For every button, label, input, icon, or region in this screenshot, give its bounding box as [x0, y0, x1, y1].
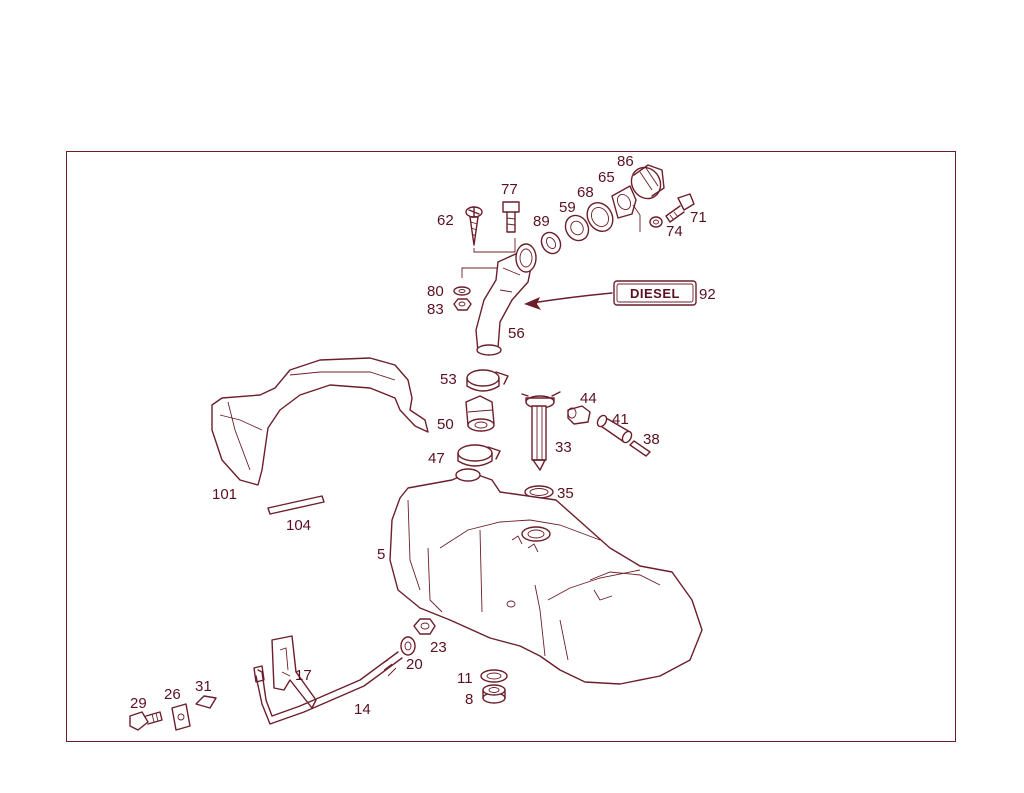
part-59-ring[interactable]	[561, 211, 593, 245]
callout-92: 92	[699, 286, 716, 303]
callout-38: 38	[643, 431, 660, 448]
callout-86: 86	[617, 153, 634, 170]
part-5-fuel-tank[interactable]	[389, 468, 703, 685]
callout-53: 53	[440, 371, 457, 388]
callout-17: 17	[295, 667, 312, 684]
part-8-drain-plug[interactable]	[482, 684, 506, 704]
part-38-pin[interactable]	[629, 440, 651, 457]
callout-104: 104	[286, 517, 311, 534]
callout-11: 11	[457, 670, 473, 687]
callout-31: 31	[195, 678, 212, 695]
part-92-diesel-label[interactable]: DIESEL	[613, 280, 697, 306]
part-56-filler-pipe[interactable]	[475, 243, 537, 356]
callout-8: 8	[465, 691, 473, 708]
part-35-seal-ring[interactable]	[524, 485, 554, 499]
callout-14: 14	[354, 701, 371, 718]
part-23-nut[interactable]	[413, 618, 436, 635]
callout-77: 77	[501, 181, 518, 198]
arrow-92-shaft	[531, 292, 613, 304]
callout-74: 74	[666, 223, 683, 240]
part-50-hose[interactable]	[465, 395, 495, 432]
callout-101: 101	[212, 486, 237, 503]
part-77-bolt[interactable]	[502, 201, 520, 233]
callout-80: 80	[427, 283, 444, 300]
callout-23: 23	[430, 639, 447, 656]
part-41-sleeve[interactable]	[596, 414, 634, 444]
part-53-hose-clamp[interactable]	[466, 369, 509, 392]
part-83-nut[interactable]	[453, 298, 472, 311]
callout-62: 62	[437, 212, 454, 229]
callout-20: 20	[406, 656, 423, 673]
part-20-washer[interactable]	[400, 636, 416, 656]
part-71-bolt[interactable]	[665, 193, 695, 223]
diagram-frame	[66, 151, 956, 742]
part-86-filler-cap[interactable]	[626, 162, 666, 204]
callout-41: 41	[612, 411, 629, 428]
callout-50: 50	[437, 416, 454, 433]
part-104-strip[interactable]	[267, 495, 325, 515]
part-26-clip[interactable]	[171, 703, 191, 731]
callout-47: 47	[428, 450, 445, 467]
callout-59: 59	[559, 199, 576, 216]
part-68-seal[interactable]	[582, 198, 618, 236]
bracket-line-65-74	[632, 204, 641, 232]
callout-83: 83	[427, 301, 444, 318]
part-31-pad[interactable]	[195, 695, 217, 709]
part-11-seal[interactable]	[480, 669, 508, 683]
callout-5: 5	[377, 546, 385, 563]
callout-56: 56	[508, 325, 525, 342]
part-33-fuel-sender[interactable]	[521, 391, 561, 471]
callout-71: 71	[690, 209, 707, 226]
part-89-grommet[interactable]	[538, 229, 565, 257]
part-74-washer[interactable]	[649, 216, 663, 228]
part-47-hose-clamp[interactable]	[457, 444, 501, 467]
diesel-label-text: DIESEL	[630, 286, 680, 301]
callout-labels: 86 77 65 68 59 89 62 71 74 80 83 56 92 5…	[130, 153, 716, 718]
callout-65: 65	[598, 169, 615, 186]
bracket-line-62-77	[473, 238, 516, 253]
part-44-connector[interactable]	[567, 405, 591, 425]
part-80-washer[interactable]	[453, 286, 471, 296]
callout-89: 89	[533, 213, 550, 230]
part-29-bolt[interactable]	[129, 711, 163, 731]
callout-29: 29	[130, 695, 147, 712]
callout-33: 33	[555, 439, 572, 456]
callout-44: 44	[580, 390, 597, 407]
callout-35: 35	[557, 485, 574, 502]
part-65-flange[interactable]	[611, 185, 637, 219]
part-101-heat-shield[interactable]	[211, 357, 429, 486]
bracket-line-80	[461, 267, 503, 278]
callout-68: 68	[577, 184, 594, 201]
part-62-screw[interactable]	[465, 206, 483, 246]
part-17-bracket[interactable]	[271, 635, 317, 709]
arrow-92-head	[524, 297, 541, 310]
callout-26: 26	[164, 686, 181, 703]
part-14-tank-strap[interactable]	[253, 651, 403, 725]
